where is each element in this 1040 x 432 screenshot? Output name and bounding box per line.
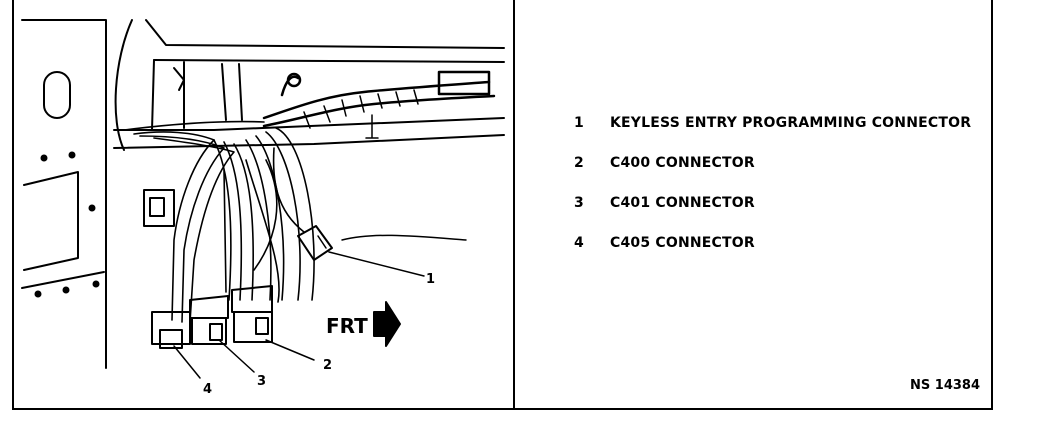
legend-label: C401 CONNECTOR bbox=[610, 195, 755, 211]
callout-2: 2 bbox=[323, 358, 333, 373]
keyless-connector-body bbox=[297, 225, 333, 261]
wiring-illustration bbox=[21, 19, 505, 379]
callout-3: 3 bbox=[257, 374, 267, 389]
connector-c400-body bbox=[231, 285, 273, 343]
legend-item-2: 2 C400 CONNECTOR bbox=[574, 155, 755, 171]
legend-number: 1 bbox=[574, 115, 584, 131]
legend-item-1: 1 KEYLESS ENTRY PROGRAMMING CONNECTOR bbox=[574, 115, 971, 131]
callout-4: 4 bbox=[203, 382, 213, 397]
figure-id: NS 14384 bbox=[910, 378, 980, 393]
panel-divider bbox=[513, 0, 515, 410]
connector-c401-body bbox=[189, 295, 229, 345]
callout-1: 1 bbox=[426, 272, 436, 287]
legend-label: C405 CONNECTOR bbox=[610, 235, 755, 251]
legend-label: C400 CONNECTOR bbox=[610, 155, 755, 171]
frt-label: FRT bbox=[326, 314, 368, 338]
body-panel bbox=[21, 19, 133, 369]
connector-c405-body bbox=[143, 189, 191, 349]
upper-rail bbox=[113, 19, 505, 149]
main-harness bbox=[262, 70, 496, 139]
legend-number: 2 bbox=[574, 155, 584, 171]
legend-number: 4 bbox=[574, 235, 584, 251]
legend-number: 3 bbox=[574, 195, 584, 211]
front-arrow-icon bbox=[373, 301, 401, 347]
wire-bundles bbox=[123, 120, 315, 323]
legend-item-3: 3 C401 CONNECTOR bbox=[574, 195, 755, 211]
diagram-frame bbox=[12, 0, 993, 410]
leader-lines bbox=[173, 234, 467, 379]
legend-label: KEYLESS ENTRY PROGRAMMING CONNECTOR bbox=[610, 115, 972, 131]
legend-item-4: 4 C405 CONNECTOR bbox=[574, 235, 755, 251]
